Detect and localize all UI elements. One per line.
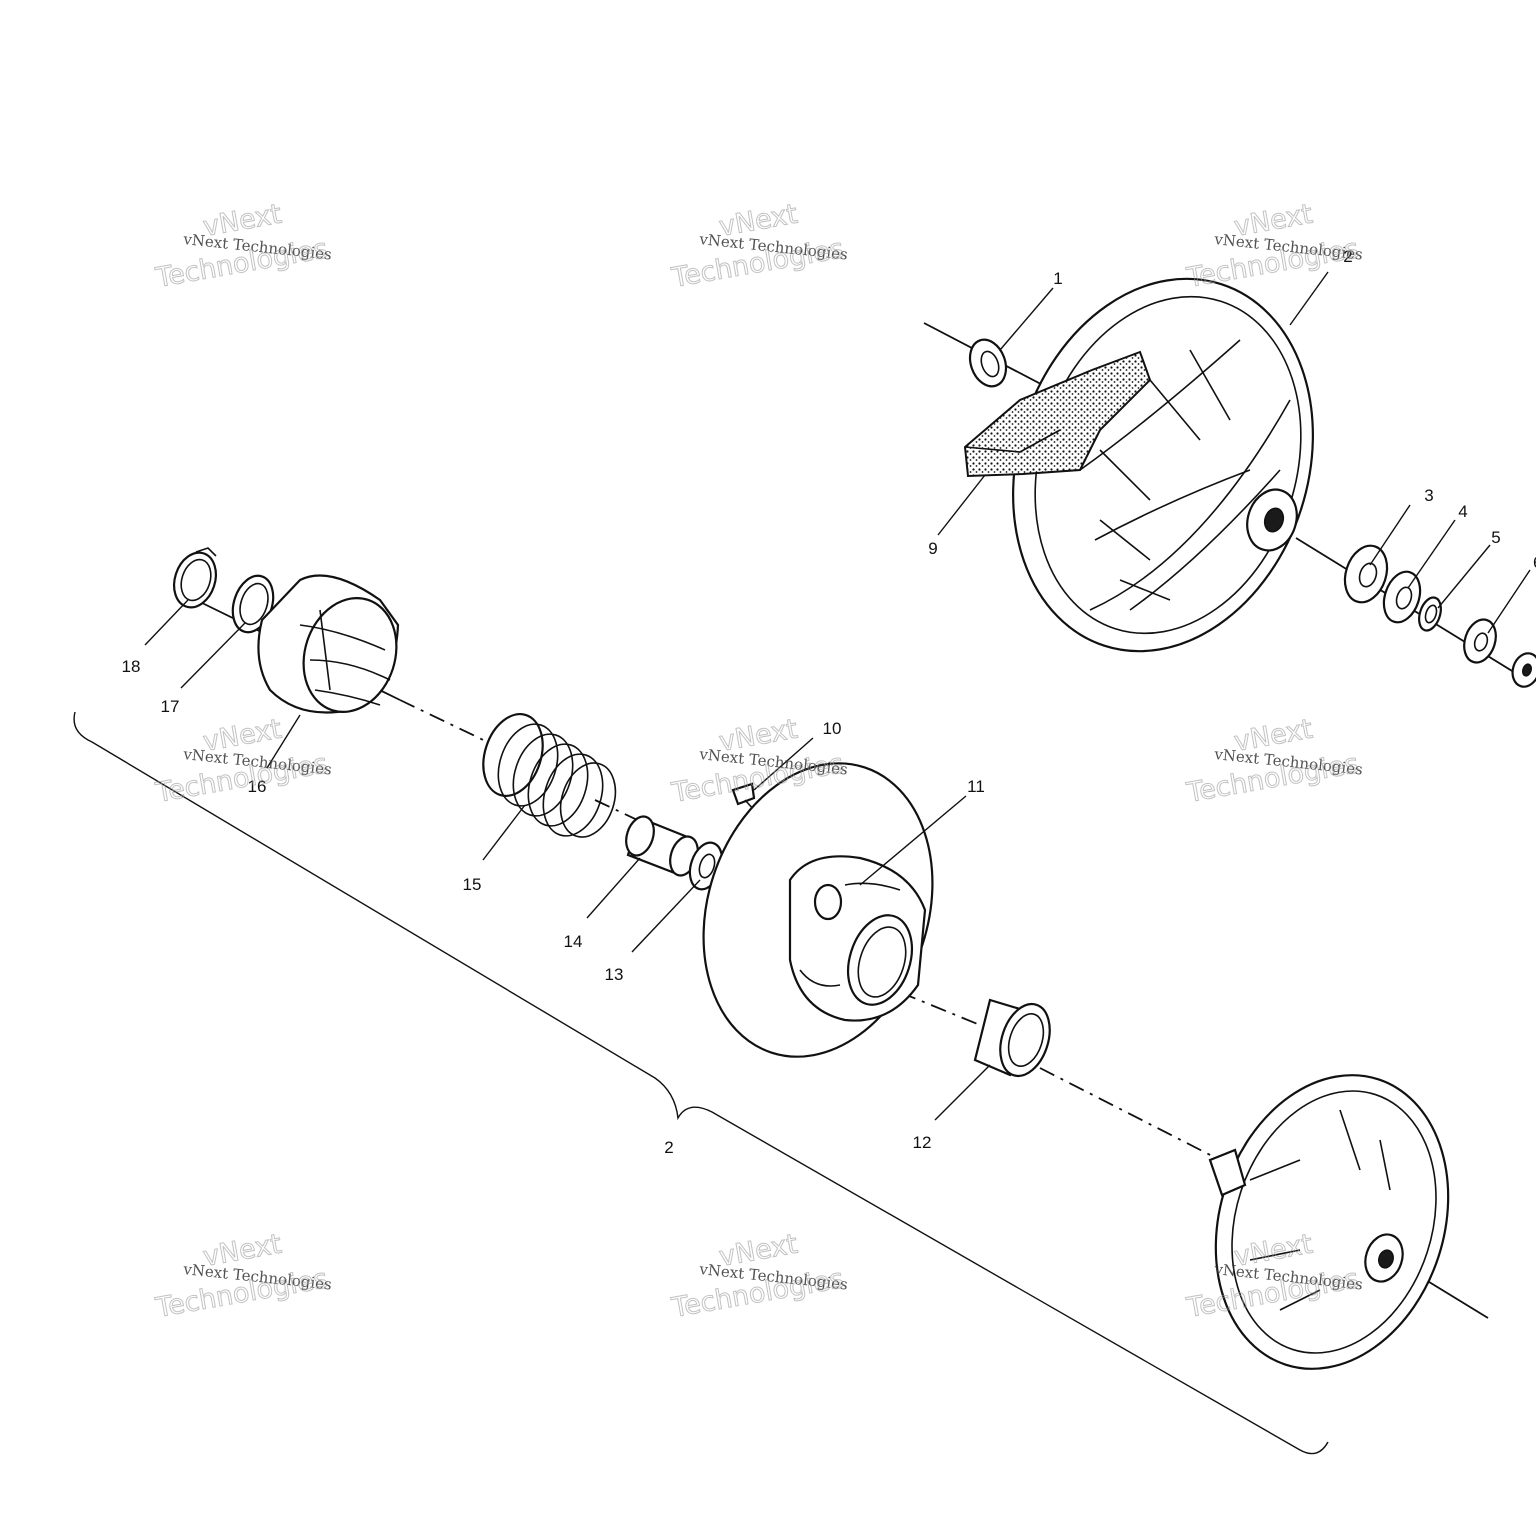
leader-lines — [144, 271, 1531, 1121]
watermark: vNext vNext Technologies Technologies — [668, 1228, 848, 1324]
part-18-snap-ring — [173, 547, 217, 609]
watermark: vNext vNext Technologies Technologies — [1183, 198, 1363, 294]
callout-12: 12 — [913, 1133, 932, 1152]
callout-15: 15 — [463, 875, 482, 894]
lower-axis-c — [594, 799, 651, 827]
callout-3: 3 — [1424, 486, 1433, 505]
part-11-moveable-sheave — [702, 762, 934, 1058]
lower-clutch-assembly — [173, 547, 1489, 1370]
part-1-washer — [968, 338, 1008, 388]
part-5-ring — [1418, 596, 1442, 632]
lower-axis-e — [1039, 1067, 1221, 1161]
part-6-washer — [1463, 618, 1497, 664]
callout-9: 9 — [928, 539, 937, 558]
callout-5: 5 — [1491, 528, 1500, 547]
fixed-sheave — [1208, 1074, 1450, 1370]
callout-18: 18 — [122, 657, 141, 676]
callout-17: 17 — [161, 697, 180, 716]
part-12-bearing — [973, 998, 1051, 1077]
part-9-drive-belt — [963, 350, 1152, 478]
callout-4: 4 — [1458, 502, 1467, 521]
watermark: vNext vNext Technologies Technologies — [152, 1228, 332, 1324]
callout-1: 1 — [1053, 269, 1062, 288]
watermark: vNext vNext Technologies Technologies — [668, 198, 848, 294]
watermark: vNext vNext Technologies Technologies — [152, 198, 332, 294]
lower-axis-b — [399, 699, 501, 749]
assembly-brace — [73, 711, 1329, 1455]
watermark: vNext vNext Technologies Technologies — [152, 713, 332, 809]
part-14-bushing — [625, 815, 699, 877]
callout-2-top: 2 — [1343, 247, 1352, 266]
callout-labels: 1 2 3 4 5 6 9 10 11 12 13 14 15 16 17 18… — [122, 247, 1536, 1157]
upper-clutch-assembly — [923, 277, 1536, 688]
part-16-helix-cam — [257, 574, 400, 714]
watermark: vNext vNext Technologies Technologies — [1183, 713, 1363, 809]
callout-14: 14 — [564, 932, 583, 951]
callout-2-bracket: 2 — [664, 1138, 673, 1157]
callout-10: 10 — [823, 719, 842, 738]
callout-6: 6 — [1533, 553, 1536, 572]
callout-16: 16 — [248, 777, 267, 796]
part-15-spring — [482, 713, 617, 838]
lower-axis-d — [869, 979, 981, 1026]
callout-13: 13 — [605, 965, 624, 984]
callout-11: 11 — [967, 777, 985, 796]
part-7-nut — [1511, 652, 1536, 688]
